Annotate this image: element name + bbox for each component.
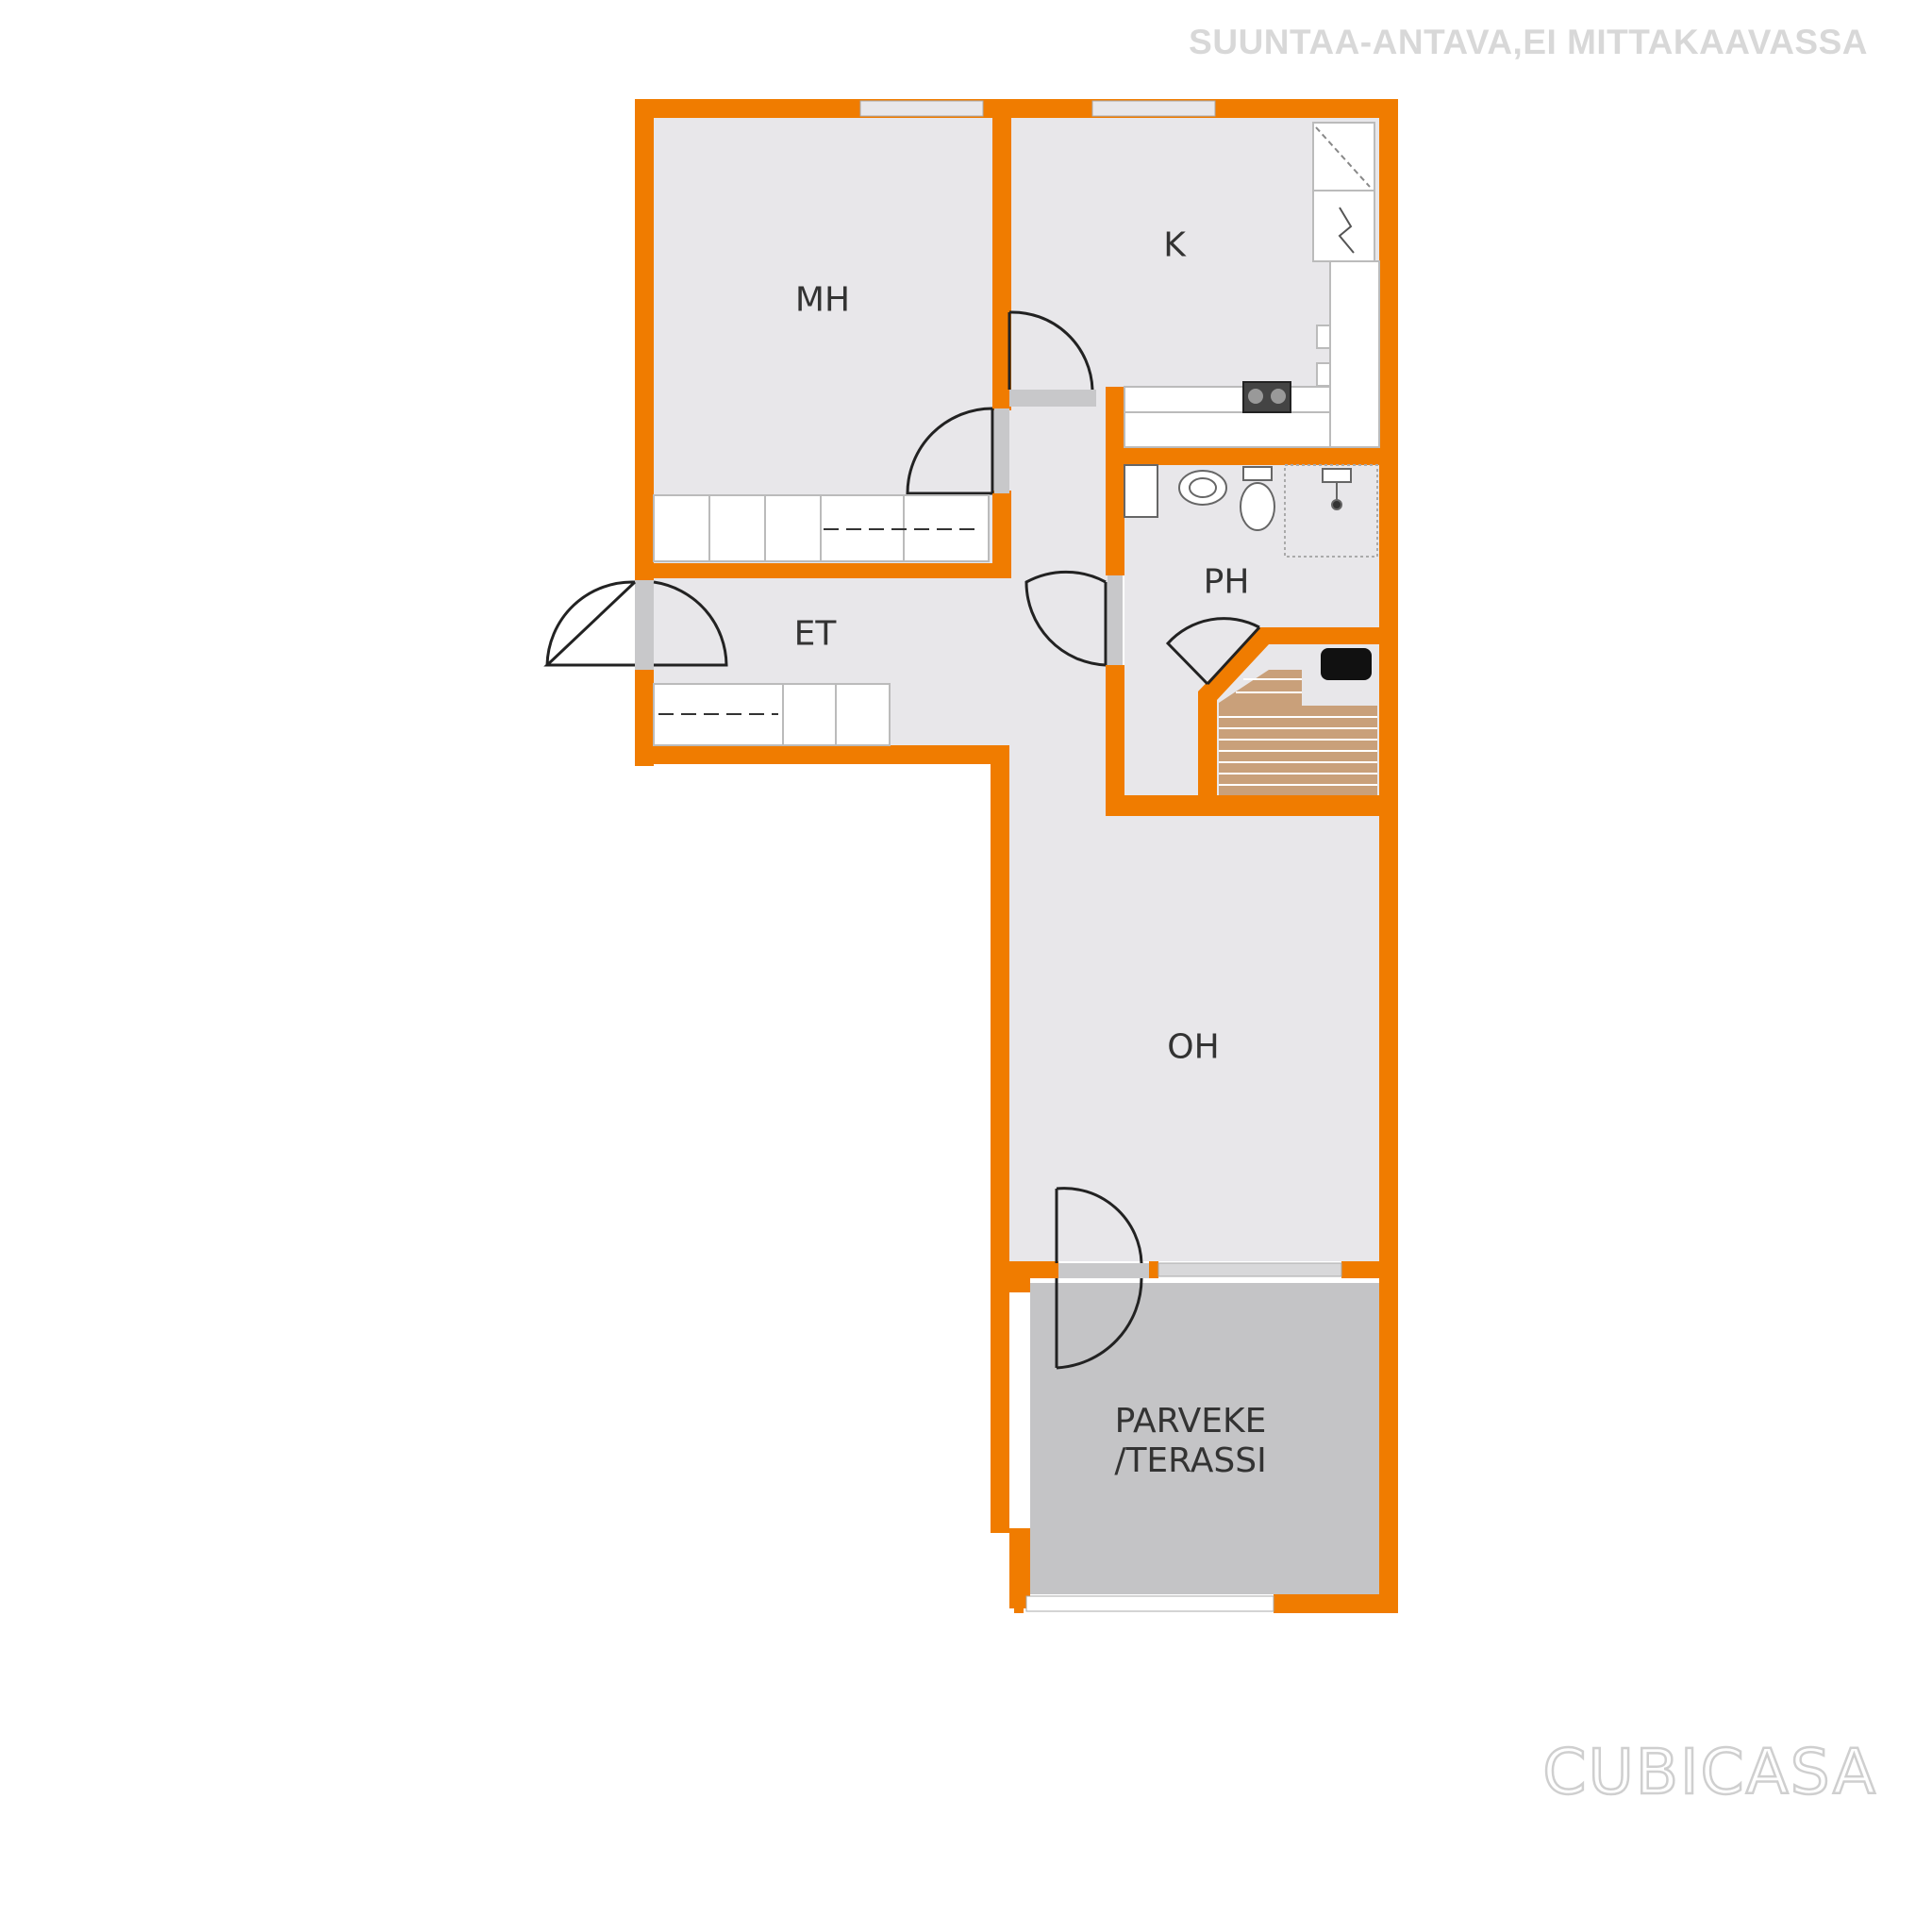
wall (1106, 795, 1389, 816)
door-swing-icon (543, 580, 637, 667)
sauna-bench (1219, 670, 1377, 795)
toilet-icon (1240, 482, 1275, 531)
wall (1009, 1528, 1030, 1608)
walls (635, 99, 1398, 1613)
wall (1106, 387, 1124, 575)
window-icon (1025, 1595, 1274, 1612)
wall (635, 745, 1009, 764)
room-label-k: K (1163, 225, 1186, 265)
room-label-mh: MH (794, 280, 851, 320)
floor-et-upper (1009, 390, 1111, 578)
window-icon (1158, 1262, 1342, 1277)
disclaimer-text: SUUNTAA-ANTAVA,EI MITTAKAAVASSA (1189, 23, 1868, 61)
door-openings (635, 390, 1149, 1278)
wall (635, 99, 1397, 118)
floors (651, 116, 1379, 1594)
room-label-oh: OH (1167, 1027, 1220, 1067)
door-swing-icon (906, 407, 994, 495)
sink-icon (1178, 470, 1227, 506)
room-label-parveke: PARVEKE /TERASSI (1114, 1402, 1266, 1481)
toilet-icon (1242, 466, 1273, 481)
doors (543, 310, 1261, 1370)
wardrobes (653, 494, 990, 746)
window-icon (1091, 100, 1216, 117)
door-jamb (1108, 575, 1123, 665)
bathroom (1124, 464, 1378, 558)
wall (1379, 99, 1398, 1613)
door-swing-icon (1055, 1277, 1143, 1370)
wall (1009, 1261, 1058, 1278)
door-jamb (635, 580, 654, 670)
kitchen-counter-icon (1312, 190, 1375, 262)
wall (1014, 1594, 1024, 1613)
wall (1149, 1261, 1158, 1278)
door-jamb (1009, 390, 1096, 407)
door-swing-icon (653, 580, 728, 667)
room-label-parveke-line1: PARVEKE (1114, 1402, 1267, 1441)
wall (635, 670, 654, 766)
door-jamb (994, 408, 1009, 493)
wall (1106, 387, 1123, 406)
kitchen (1124, 122, 1380, 448)
wall (991, 745, 1009, 1533)
wall (1274, 1594, 1398, 1613)
shower-icon (1331, 499, 1342, 510)
wall (992, 99, 1011, 410)
room-label-ph: PH (1203, 562, 1250, 602)
door-swing-icon (1024, 570, 1108, 667)
wall (1106, 665, 1124, 816)
cubicasa-logo: CUBICASA (1541, 1735, 1877, 1810)
window-icon (859, 100, 984, 117)
wall (992, 491, 1011, 577)
floor-mh (651, 116, 994, 566)
door-swing-icon (1055, 1187, 1143, 1264)
wall (1341, 1261, 1379, 1278)
door-swing-icon (1008, 310, 1094, 391)
sink-icon (1316, 325, 1331, 349)
sauna-heater-icon (1321, 648, 1372, 680)
wall (1198, 627, 1379, 795)
shower-icon (1284, 464, 1378, 558)
door-jamb (1058, 1263, 1149, 1278)
room-label-et: ET (793, 614, 837, 654)
cabinet-icon (1124, 464, 1158, 518)
door-swing-icon (1165, 617, 1261, 686)
sauna (1219, 648, 1377, 795)
wall (635, 99, 654, 580)
sink-icon (1316, 362, 1331, 387)
kitchen-counter-icon (1312, 122, 1375, 192)
floor-balcony (1030, 1283, 1379, 1594)
kitchen-counter-icon (1329, 260, 1380, 448)
room-label-parveke-line2: /TERASSI (1114, 1441, 1267, 1480)
wall (635, 563, 1011, 578)
wall (1124, 448, 1379, 465)
windows (859, 100, 1342, 1612)
floor-et-oh (651, 577, 1379, 1261)
